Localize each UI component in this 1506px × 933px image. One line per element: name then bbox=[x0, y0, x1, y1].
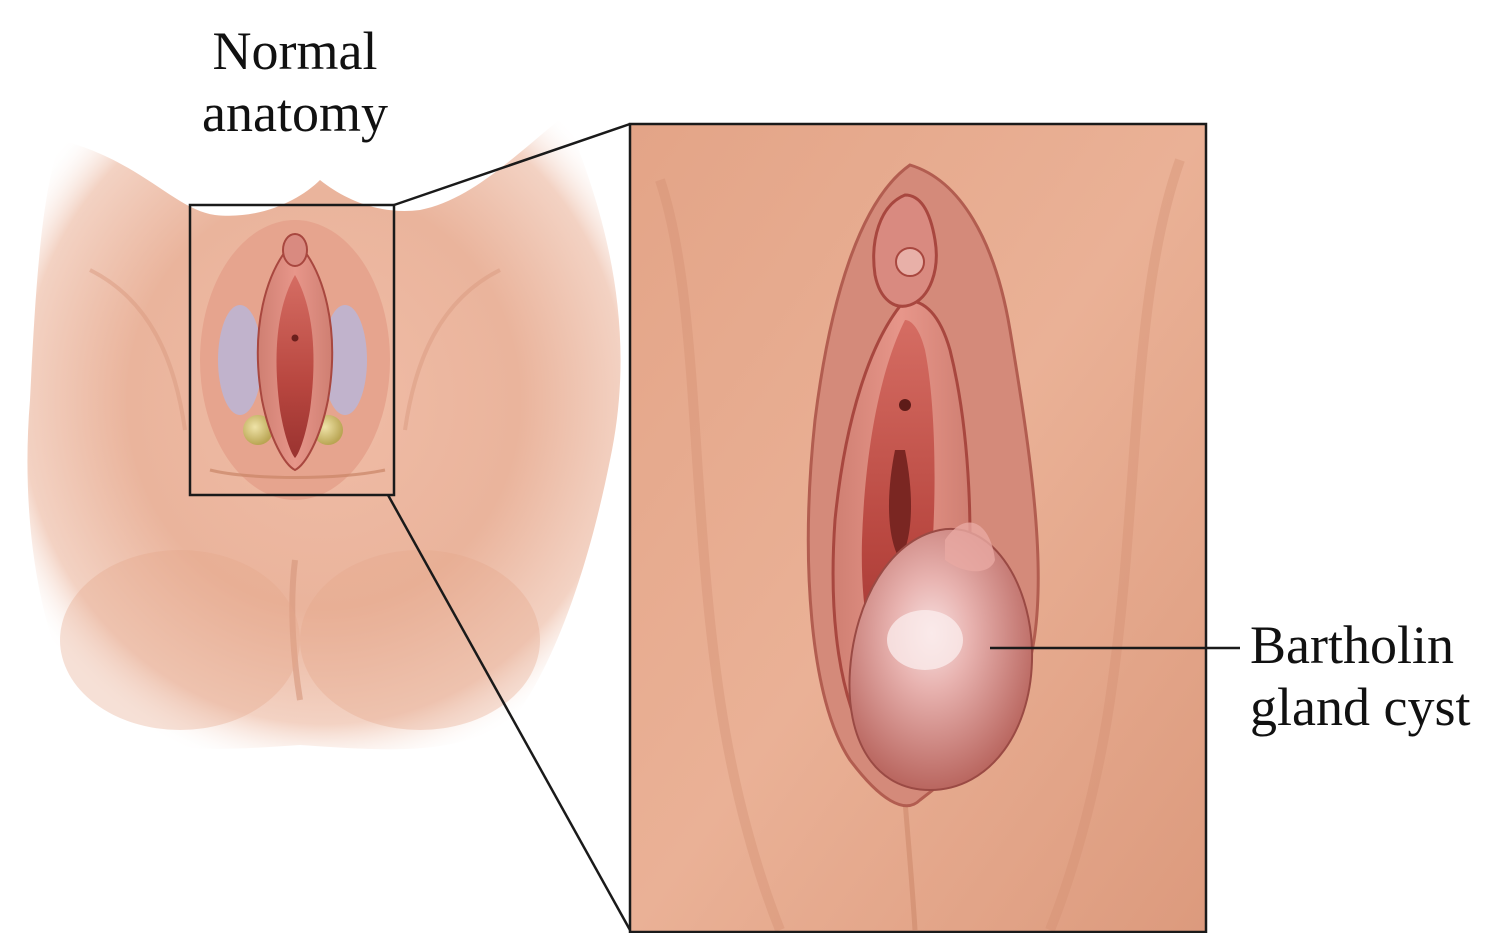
cyst-closeup-illustration bbox=[630, 124, 1206, 932]
normal-label-line1: Normal bbox=[180, 20, 410, 82]
bartholin-cyst-label: Bartholin gland cyst bbox=[1250, 614, 1470, 738]
cyst-label-line2: gland cyst bbox=[1250, 676, 1470, 738]
normal-anatomy-label: Normal anatomy bbox=[180, 20, 410, 144]
cyst-label-line1: Bartholin bbox=[1250, 614, 1470, 676]
cyst-highlight bbox=[887, 610, 963, 670]
closeup-urethral-opening bbox=[899, 399, 911, 411]
gland-violet-left bbox=[218, 305, 262, 415]
normal-label-line2: anatomy bbox=[180, 82, 410, 144]
closeup-clitoris bbox=[896, 248, 924, 276]
normal-anatomy-illustration bbox=[27, 115, 620, 749]
left-buttock-shade bbox=[60, 550, 300, 730]
vulva-normal bbox=[200, 220, 390, 500]
